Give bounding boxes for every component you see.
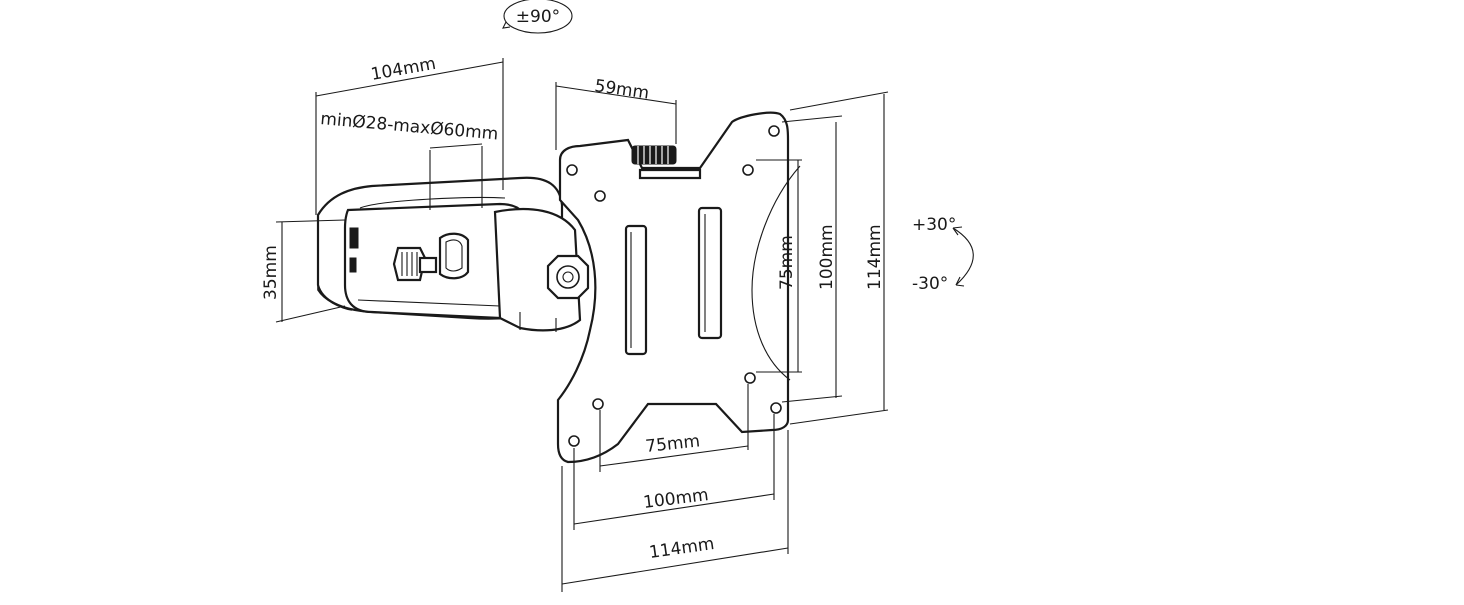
tilt-arrow-up-icon xyxy=(952,226,963,236)
dim-plate-h: 114mm xyxy=(865,224,885,290)
plate-slot-right xyxy=(697,206,723,340)
hole-icon xyxy=(566,164,578,176)
hole-icon xyxy=(770,402,782,414)
hole-icon xyxy=(744,372,756,384)
hole-icon xyxy=(742,164,754,176)
dim-vesa-large-w: 100mm xyxy=(642,485,710,513)
mounting-holes xyxy=(566,125,782,447)
tilt-arrow-down-icon xyxy=(955,276,965,287)
hole-icon xyxy=(594,190,606,202)
dim-plate-depth: 59mm xyxy=(593,76,650,103)
rotation-indicator: ±90° xyxy=(502,0,573,34)
dim-clamp-height: 35mm xyxy=(261,245,281,300)
tilt-knob-icon xyxy=(631,145,702,180)
plate-slot-left xyxy=(624,224,648,356)
dim-vesa-small-h: 75mm xyxy=(777,235,797,290)
hole-icon xyxy=(568,435,580,447)
dim-plate-w: 114mm xyxy=(648,534,716,563)
hole-icon xyxy=(768,125,780,137)
clamp-arm-assembly xyxy=(316,146,590,332)
dim-clamp-range: minØ28-maxØ60mm xyxy=(320,109,499,144)
vesa-plate xyxy=(556,111,801,464)
dim-vesa-large-h: 100mm xyxy=(817,224,837,290)
pivot-nut-icon xyxy=(546,254,590,300)
tilt-indicator: +30° -30° xyxy=(912,215,974,294)
rotation-label: ±90° xyxy=(516,7,560,27)
hole-icon xyxy=(592,398,604,410)
tilt-up-label: +30° xyxy=(912,215,956,235)
clamp-knob-icon xyxy=(392,246,438,282)
tilt-down-label: -30° xyxy=(912,274,948,294)
